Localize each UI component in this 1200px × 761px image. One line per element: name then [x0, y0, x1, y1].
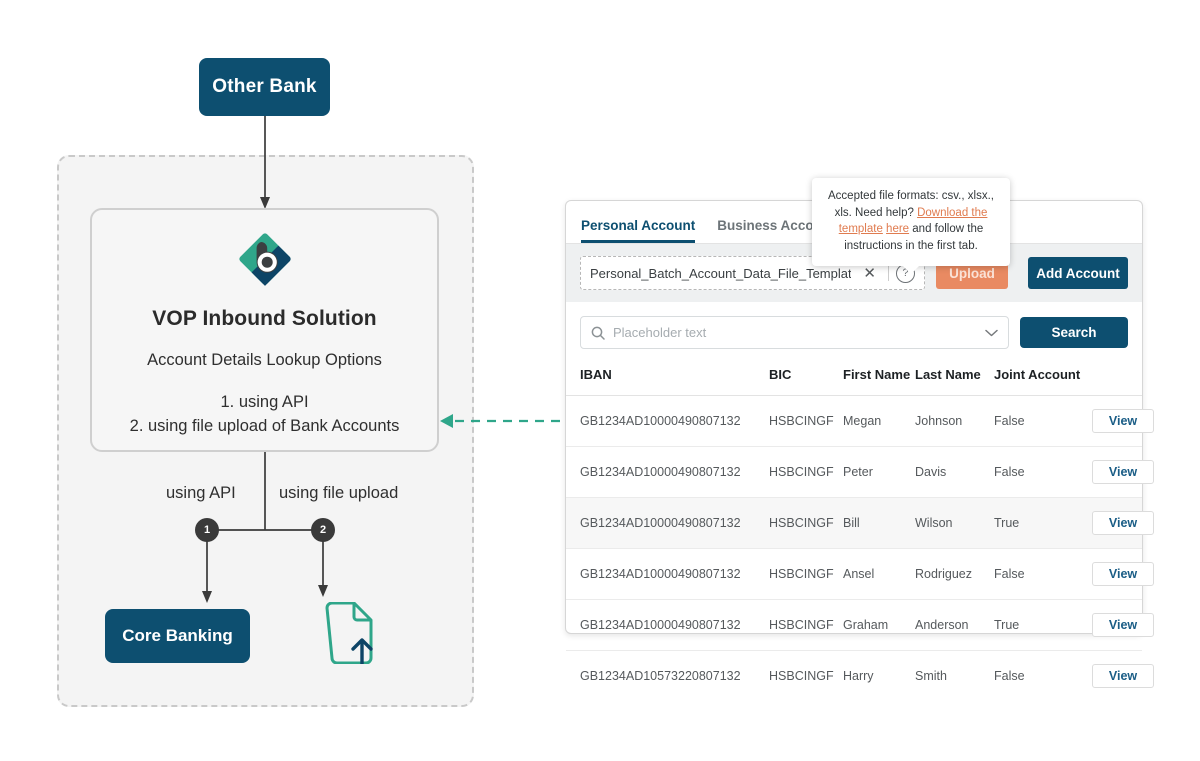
column-header-iban: IBAN	[566, 359, 769, 396]
view-button[interactable]: View	[1092, 613, 1154, 637]
vop-option-1: 1. using API	[220, 393, 309, 411]
branch-badge-2: 2	[311, 518, 335, 542]
tooltip-line-2-prefix: Need help?	[855, 206, 918, 219]
column-header-first-name: First Name	[843, 359, 915, 396]
branch-label-api: using API	[166, 484, 236, 502]
cell-iban: GB1234AD10573220807132	[580, 669, 741, 683]
cell-joint-account: True	[994, 497, 1092, 549]
cell-iban: GB1234AD10000490807132	[566, 497, 769, 549]
accounts-app-panel: Personal Account Business Account Person…	[565, 200, 1154, 688]
cell-bic: HSBCINGF	[769, 497, 843, 549]
cell-joint-account: False	[994, 548, 1092, 600]
search-icon	[591, 326, 605, 340]
search-placeholder-text: Placeholder text	[613, 325, 707, 340]
cell-actions: View	[1092, 446, 1154, 498]
cell-first-name: Graham	[843, 599, 915, 651]
cell-joint-account: False	[994, 395, 1092, 447]
vop-inbound-solution-card: VOP Inbound Solution Account Details Loo…	[90, 208, 439, 452]
selected-file-name: Personal_Batch_Account_Data_File_Templat…	[590, 265, 852, 281]
vop-card-subtitle: Account Details Lookup Options	[147, 351, 382, 369]
tooltip-line-3-suffix: and follow the instructions in the first…	[844, 223, 984, 253]
cell-iban: GB1234AD10000490807132	[566, 446, 769, 498]
vop-card-title: VOP Inbound Solution	[152, 307, 377, 330]
view-button[interactable]: View	[1092, 511, 1154, 535]
architecture-diagram: Other Bank VOP Inbound Solution Account …	[0, 0, 560, 761]
cell-first-name: Megan	[843, 395, 915, 447]
cell-joint-account: True	[994, 599, 1092, 651]
tab-business-account[interactable]: Business Account	[717, 218, 835, 233]
file-upload-icon	[322, 601, 380, 669]
view-button[interactable]: View	[1092, 664, 1154, 688]
close-x-icon[interactable]: ✕	[863, 265, 876, 282]
cell-first-name: Peter	[843, 446, 915, 498]
branch-label-file-upload: using file upload	[279, 484, 399, 502]
table-row[interactable]: GB1234AD10573220807132 HSBCINGF Harry Smith…	[566, 651, 1154, 702]
download-template-link[interactable]: Download the template	[838, 206, 988, 236]
other-bank-label: Other Bank	[212, 76, 317, 97]
column-header-last-name: Last Name	[915, 359, 994, 396]
cell-joint-account: False	[994, 446, 1092, 498]
cell-iban: GB1234AD10000490807132	[566, 395, 769, 447]
cell-bic: HSBCINGF	[769, 446, 843, 498]
column-header-bic: BIC	[769, 359, 843, 396]
cell-last-name: Wilson	[915, 497, 994, 549]
cell-last-name: Smith	[915, 669, 947, 683]
here-link[interactable]: here	[886, 223, 910, 236]
cell-last-name: Anderson	[915, 599, 994, 651]
cell-actions: View	[1092, 548, 1154, 600]
chevron-down-icon[interactable]	[985, 329, 998, 337]
tooltip-line-1: Accepted file formats: csv., xlsx., xls.	[828, 190, 994, 219]
cell-bic: HSBCINGF	[769, 669, 834, 683]
search-toolbar: Placeholder text Search	[566, 302, 1142, 359]
cell-actions: View	[1092, 599, 1154, 651]
cell-iban: GB1234AD10000490807132	[566, 599, 769, 651]
cell-last-name: Johnson	[915, 395, 994, 447]
cell-iban: GB1234AD10000490807132	[566, 548, 769, 600]
vop-option-2: 2. using file upload of Bank Accounts	[129, 416, 400, 435]
cell-actions: View	[1092, 497, 1154, 549]
divider	[888, 265, 889, 281]
cell-first-name: Bill	[843, 497, 915, 549]
column-header-actions	[1092, 359, 1142, 396]
cell-actions: View	[1092, 651, 1154, 702]
cell-last-name: Davis	[915, 446, 994, 498]
column-header-joint-account: Joint Account	[994, 359, 1092, 396]
cell-bic: HSBCINGF	[769, 599, 843, 651]
view-button[interactable]: View	[1092, 460, 1154, 484]
view-button[interactable]: View	[1092, 409, 1154, 433]
cell-actions: View	[1092, 395, 1154, 447]
cell-first-name: Ansel	[843, 548, 915, 600]
node-core-banking: Core Banking	[105, 609, 250, 663]
brand-logo-icon	[234, 228, 296, 295]
add-account-button[interactable]: Add Account	[1028, 257, 1128, 289]
core-banking-label: Core Banking	[122, 626, 233, 645]
accounts-table: IBAN BIC First Name Last Name Joint Acco…	[566, 359, 1154, 702]
branch-badge-1: 1	[195, 518, 219, 542]
node-other-bank: Other Bank	[199, 58, 330, 116]
cell-bic: HSBCINGF	[769, 395, 843, 447]
cell-bic: HSBCINGF	[769, 548, 843, 600]
cell-joint-account: False	[994, 669, 1025, 683]
cell-first-name: Harry	[843, 669, 874, 683]
tab-personal-account[interactable]: Personal Account	[581, 218, 696, 243]
file-format-tooltip: Accepted file formats: csv., xlsx., xls.…	[812, 178, 1010, 274]
view-button[interactable]: View	[1092, 562, 1154, 586]
search-input[interactable]: Placeholder text	[580, 316, 1009, 349]
search-button[interactable]: Search	[1020, 317, 1128, 348]
table-header-row: IBAN BIC First Name Last Name Joint Acco…	[566, 359, 1142, 396]
cell-last-name: Rodriguez	[915, 548, 994, 600]
